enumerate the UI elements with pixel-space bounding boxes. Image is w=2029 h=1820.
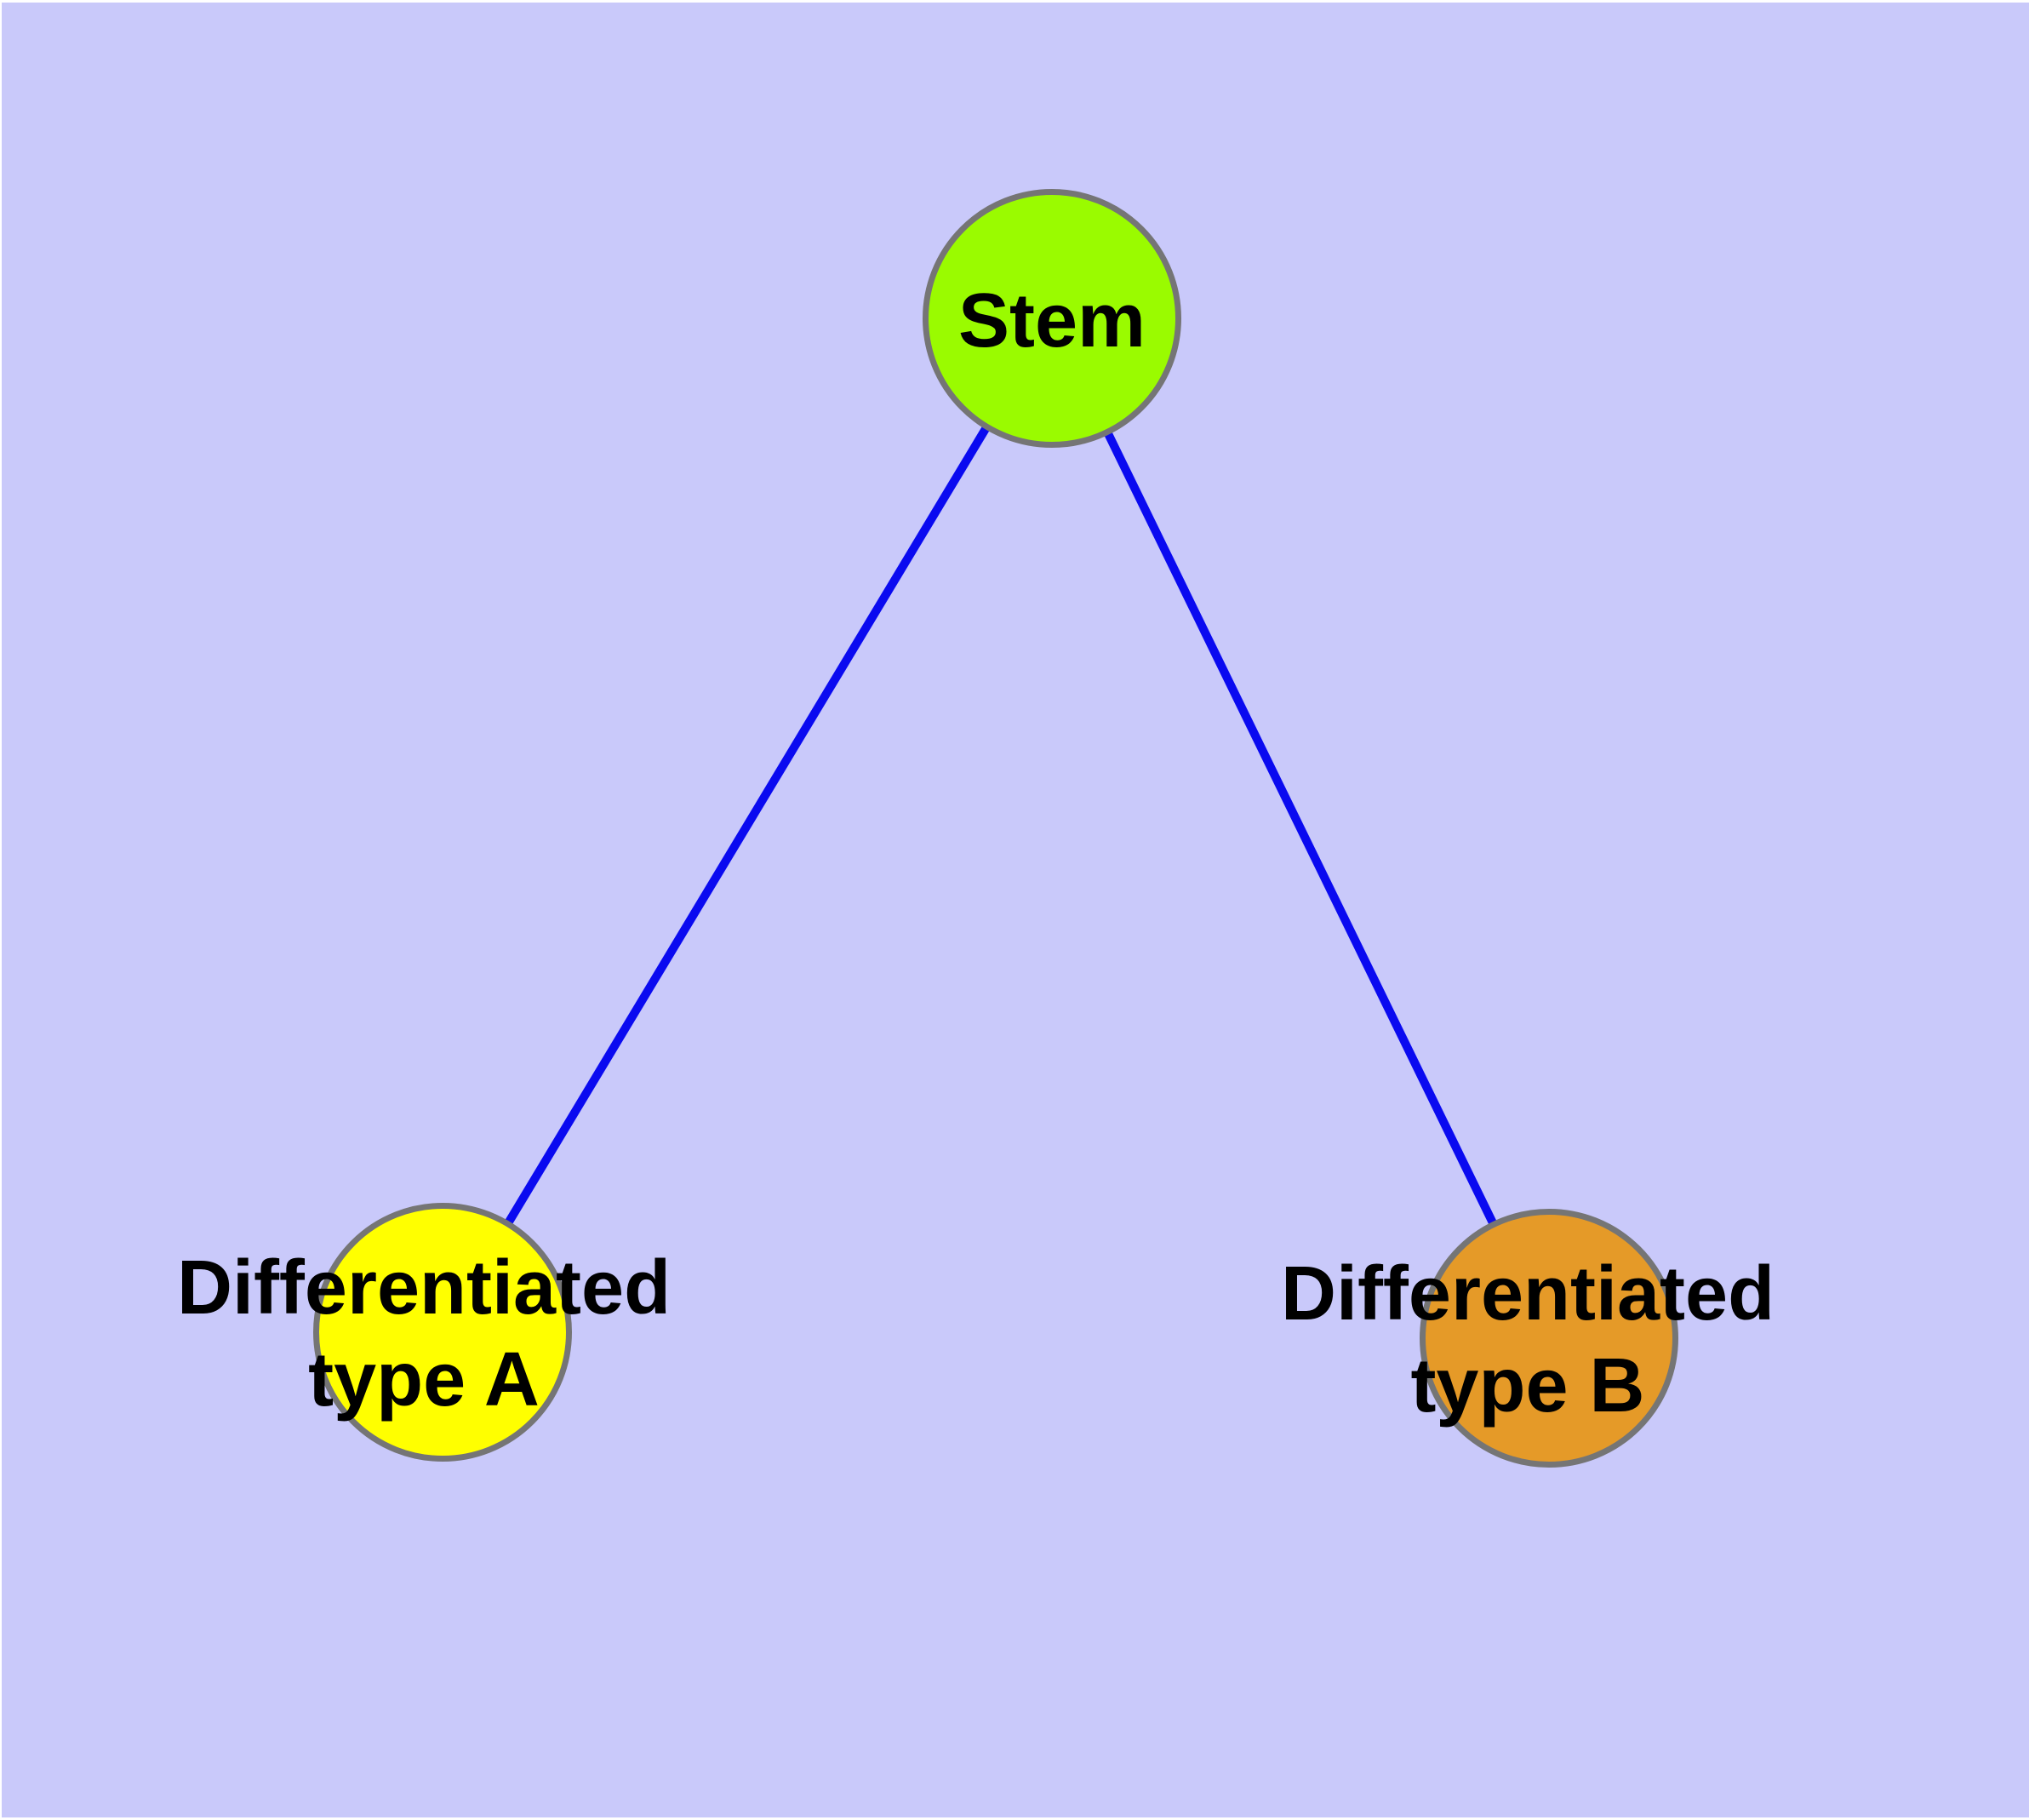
edge-stem-to-type-b: [1048, 316, 1553, 1341]
node-differentiated-type-b-circle: [1420, 1209, 1678, 1468]
node-differentiated-type-a-circle: [313, 1203, 572, 1462]
edge-stem-to-type-a: [438, 316, 1056, 1335]
node-stem-circle: [923, 189, 1181, 448]
